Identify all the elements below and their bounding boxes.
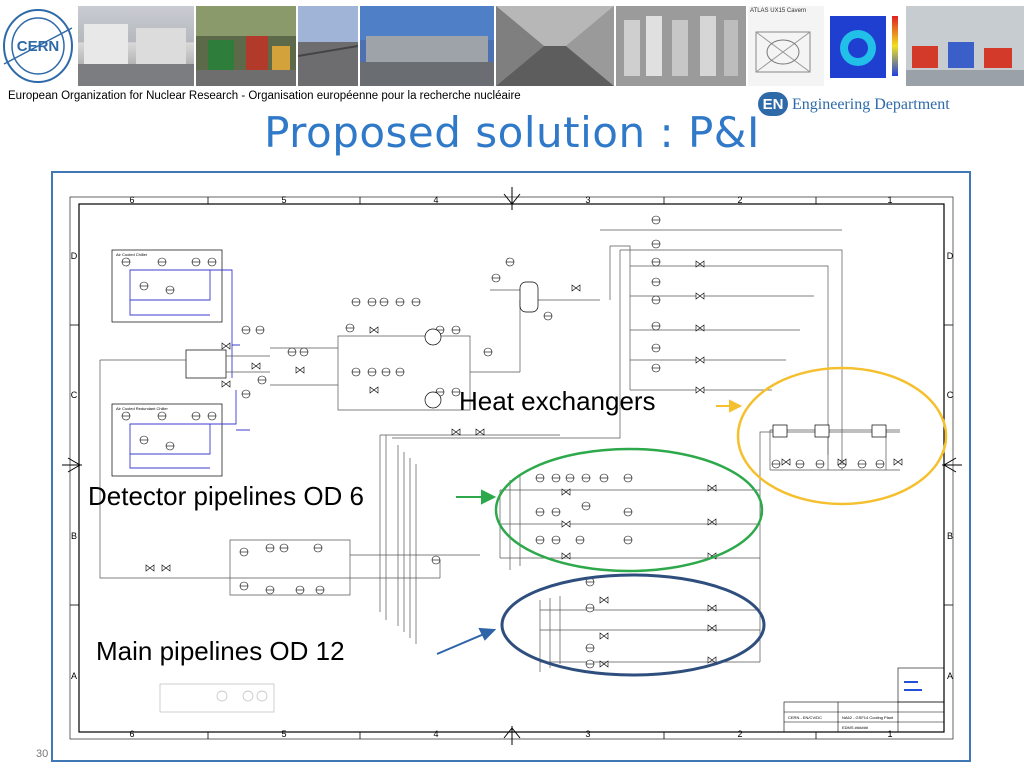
col-label: 5: [281, 729, 286, 739]
valve-symbol: [561, 520, 571, 528]
row-label: C: [71, 390, 78, 400]
row-label: B: [71, 531, 77, 541]
row-label: B: [947, 531, 953, 541]
photo-cylinders: [616, 6, 746, 86]
valve-symbol: [221, 380, 231, 388]
row-label: A: [947, 671, 953, 681]
col-label: 1: [887, 729, 892, 739]
chiller-box-1: [111, 249, 223, 323]
valve-symbol: [369, 326, 379, 334]
col-label: 4: [433, 195, 438, 205]
header-banner: CERN ATLAS UX15 Cavern: [0, 0, 1024, 90]
legend-sketch: [159, 683, 275, 713]
valve-symbol: [707, 604, 717, 612]
photo-plant-room: [906, 6, 1024, 86]
hx-unit-2: [814, 424, 830, 438]
valve-symbol: [561, 488, 571, 496]
col-label: 3: [585, 729, 590, 739]
valve-symbol: [561, 552, 571, 560]
valve-symbol: [451, 428, 461, 436]
hx-unit-3: [871, 424, 887, 438]
photo-cooling-towers: [78, 6, 194, 86]
page-number: 30: [36, 748, 49, 760]
department-name: Engineering Department: [792, 96, 950, 113]
top-center-arrow: [503, 187, 521, 210]
title-block: [783, 667, 945, 733]
col-label: 6: [129, 729, 134, 739]
valve-symbol: [695, 292, 705, 300]
valve-symbol: [599, 632, 609, 640]
valve-symbol: [251, 362, 261, 370]
photo-tunnel: [496, 6, 614, 86]
detector-pipelines-label: Detector pipelines OD 6: [88, 481, 365, 511]
hx-symbol-1: [424, 328, 442, 346]
hx-symbol-2: [424, 391, 442, 409]
heat-exchangers-label: Heat exchangers: [459, 386, 656, 416]
row-label: A: [71, 671, 77, 681]
title-block-edms: EDMS ######: [842, 725, 869, 730]
right-center-arrow: [942, 457, 962, 473]
valve-symbol: [571, 284, 581, 292]
photo-pumps: [196, 6, 296, 86]
cern-logo-text: CERN: [17, 38, 60, 55]
valve-symbol: [475, 428, 485, 436]
photo-rooftop: [298, 6, 358, 86]
valve-symbol: [599, 660, 609, 668]
valve-symbol: [837, 458, 847, 466]
en-logo-badge: EN: [758, 92, 788, 116]
title-block-org: CERN - EN/CV/DC: [788, 715, 822, 720]
valve-symbol: [707, 656, 717, 664]
heat-exchangers-ellipse: [736, 366, 948, 506]
photo-air-coolers: [360, 6, 494, 86]
valve-symbol: [161, 564, 171, 572]
main-pipelines-label: Main pipelines OD 12: [96, 636, 345, 666]
buffer-tank-box: [185, 349, 227, 379]
col-label: 2: [737, 195, 742, 205]
valve-symbol: [695, 386, 705, 394]
valve-symbol: [221, 342, 231, 350]
valve-symbol: [707, 624, 717, 632]
valve-symbol: [695, 324, 705, 332]
main-pipelines-ellipse: [500, 573, 766, 677]
photo-caption: ATLAS UX15 Cavern: [750, 8, 807, 14]
title-block-drawing: NA62 - GSF14 Cooling Plant: [842, 715, 894, 720]
col-label: 2: [737, 729, 742, 739]
bottom-center-arrow: [503, 726, 521, 745]
valve-symbol: [781, 458, 791, 466]
slide-title: Proposed solution : P&I: [264, 108, 760, 157]
col-label: 5: [281, 195, 286, 205]
left-center-arrow: [62, 457, 82, 473]
row-label: C: [947, 390, 954, 400]
expansion-vessel: [519, 281, 539, 313]
photo-atlas-cavern: ATLAS UX15 Cavern: [748, 6, 824, 86]
valve-symbol: [145, 564, 155, 572]
col-label: 6: [129, 195, 134, 205]
col-label: 4: [433, 729, 438, 739]
valve-symbol: [295, 366, 305, 374]
chiller-2-label: Air Cooled Redundant Chiller: [116, 406, 168, 411]
detector-pipelines-ellipse: [494, 447, 764, 573]
valve-symbol: [707, 484, 717, 492]
valve-symbol: [599, 596, 609, 604]
col-label: 3: [585, 195, 590, 205]
chiller-box-2: [111, 403, 223, 477]
title-block-blue-marks: [904, 681, 922, 691]
valve-symbol: [695, 260, 705, 268]
valve-symbol: [893, 458, 903, 466]
hx-unit-1: [772, 424, 788, 438]
row-label: D: [947, 251, 954, 261]
row-label: D: [71, 251, 78, 261]
organization-subtitle: European Organization for Nuclear Resear…: [8, 90, 521, 102]
main-pipelines-arrow: [436, 633, 485, 655]
photo-simulation: [826, 6, 904, 86]
valve-symbol: [695, 356, 705, 364]
valve-symbol: [707, 518, 717, 526]
valve-symbol: [369, 386, 379, 394]
cern-logo: CERN: [3, 9, 73, 83]
chiller-1-label: Air Cooled Chiller: [116, 252, 148, 257]
col-label: 1: [887, 195, 892, 205]
